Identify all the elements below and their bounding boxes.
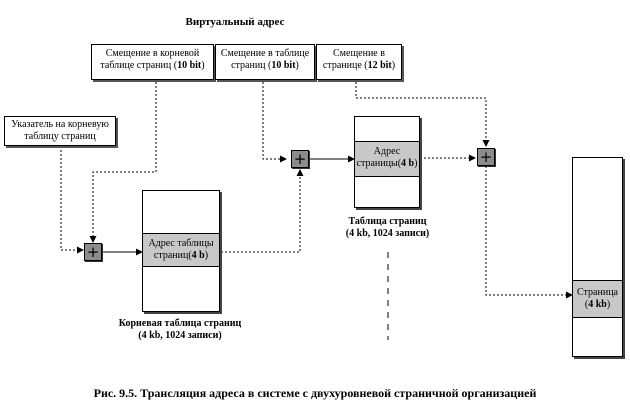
table-adder: + <box>291 150 309 168</box>
pointer-to-adder-line <box>60 146 84 254</box>
figure-caption: Рис. 9.5. Трансляция адреса в системе с … <box>93 386 537 400</box>
page-adder: + <box>477 148 495 166</box>
page-entry: Страница(4 kb) <box>573 280 622 318</box>
page-frame: Страница(4 kb) <box>572 157 623 357</box>
adder-to-page-line <box>485 166 573 299</box>
table-offset-line <box>262 82 287 163</box>
root-table-caption: Корневая таблица страниц(4 kb, 1024 запи… <box>118 318 242 341</box>
root-entry-line <box>221 169 304 253</box>
root-offset-line <box>89 82 157 243</box>
root-adder: + <box>84 243 102 261</box>
virtual-address-title: Виртуальный адрес <box>185 16 285 28</box>
page-offset-line <box>355 82 490 147</box>
page-table-caption: Таблица страниц(4 kb, 1024 записи) <box>345 216 430 239</box>
